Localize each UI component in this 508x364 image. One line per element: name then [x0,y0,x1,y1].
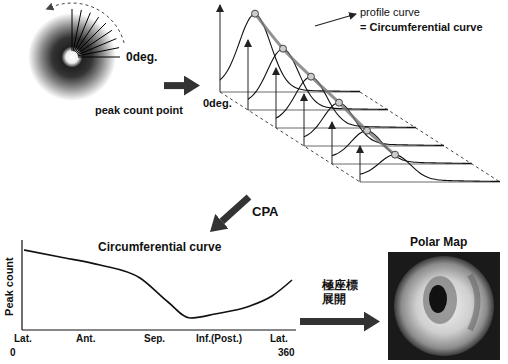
polar-map-frame [388,252,500,360]
axis [360,146,361,182]
axis-tick-label: Ant. [76,333,95,345]
block-arrow [300,318,364,325]
peak-line [255,14,395,155]
node-text: = Circumferential curve [360,21,483,34]
peak-point [364,127,371,134]
ray [72,9,73,51]
ray [78,57,120,58]
node-text: Circumferential curve [98,240,221,254]
block-arrow [164,82,184,89]
axis [304,94,305,146]
profile-plot [220,5,500,182]
profile [360,155,500,182]
pointer-arrow [315,14,356,26]
ring-image-panel: 0deg. [2,2,164,97]
axis-title: Peak count [3,257,16,316]
node-text: 0deg. [126,50,157,64]
arrow-label: peak count point [95,104,183,117]
profile [248,49,388,109]
chart-axes [22,240,296,330]
ray [73,10,81,51]
ray [76,23,106,53]
circumferential-curve [24,250,292,318]
axis [332,122,333,164]
profile [220,14,360,91]
profile [276,77,416,127]
node-text: 0deg. [203,97,232,110]
rotation-arc [49,3,124,43]
peak-point [392,151,399,158]
axis-tick-label: Lat. [14,333,32,345]
peak-point [308,73,315,80]
axis-tick-label: Lat. [270,333,288,345]
node-text: Polar Map [410,235,467,249]
polar-map-defect [423,276,457,324]
axis-tick-label: 0 [10,347,16,359]
block-arrow [222,197,249,221]
peak-point [336,99,343,106]
polar-map [394,256,494,356]
peak-point [252,10,259,17]
profile-plot-panel: profile curve = Circumferential curve 0deg… [200,2,506,197]
axis-tick-label: Sep. [144,333,165,345]
sampling-rays [49,3,124,57]
depth-line [360,92,500,182]
polar-map-shade [470,275,478,330]
depth-line [220,92,360,182]
axis [276,68,277,128]
axis-tick-label: 360 [278,347,295,359]
ray [78,39,117,55]
arrow-label: CPA [252,204,278,220]
peak-point [280,45,287,52]
profile [304,103,444,145]
node-text: profile curve [360,6,420,19]
polar-map-panel: Polar Map [380,235,506,362]
axis-tick-label: Inf.(Post.) [196,333,242,345]
polar-map-defect [429,285,447,313]
profile [332,131,472,164]
arrow-label: 極座標 展開 [322,278,363,307]
